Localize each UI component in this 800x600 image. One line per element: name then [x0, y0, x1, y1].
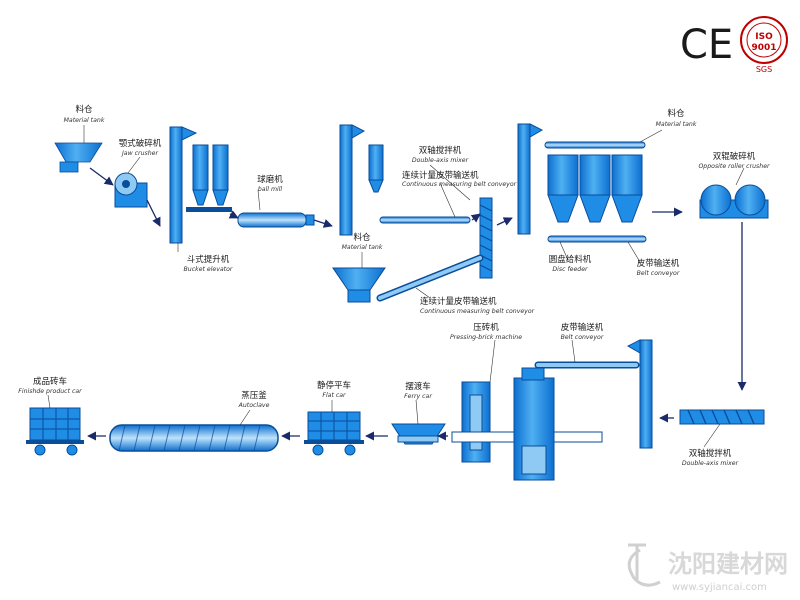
iso-title: ISO	[755, 32, 773, 42]
watermark-brand: 沈阳建材网	[668, 550, 788, 578]
ce-mark: CE	[680, 22, 733, 68]
svg-text:双辊破碎机: 双辊破碎机	[713, 151, 756, 162]
iso-number: 9001	[751, 43, 776, 53]
double-axis-mixer-top	[479, 197, 493, 279]
label-double-axis-mixer-bottom: 双轴搅拌机 Double-axis mixer	[682, 448, 739, 467]
svg-text:Continuous measuring belt conv: Continuous measuring belt conveyor	[402, 180, 517, 188]
label-material-tank-2: 料仓 Material tank	[342, 232, 383, 251]
svg-text:Double-axis mixer: Double-axis mixer	[412, 157, 469, 164]
svg-text:Belt conveyor: Belt conveyor	[637, 269, 680, 277]
pressing-brick-machine	[451, 367, 603, 481]
svg-text:Ferry car: Ferry car	[404, 393, 432, 400]
svg-text:成品砖车: 成品砖车	[33, 376, 67, 387]
svg-text:料仓: 料仓	[75, 104, 93, 115]
disc-feeder-belt	[547, 235, 647, 243]
svg-text:Continuous measuring belt conv: Continuous measuring belt conveyor	[420, 307, 535, 315]
svg-text:球磨机: 球磨机	[257, 174, 283, 185]
svg-text:Jaw crusher: Jaw crusher	[120, 150, 158, 157]
label-pressing-brick-machine: 压砖机 Pressing-brick machine	[450, 322, 522, 341]
label-flat-car: 静停平车 Flat car	[317, 380, 351, 399]
label-jaw-crusher: 颚式破碎机 Jaw crusher	[119, 138, 162, 157]
finished-product-car	[26, 407, 84, 456]
iso-sgs: SGS	[756, 65, 772, 74]
ferry-car	[391, 423, 446, 445]
label-belt-conveyor-top: 皮带输送机 Belt conveyor	[637, 258, 680, 277]
svg-text:ball mill: ball mill	[258, 186, 283, 193]
svg-text:Bucket elevator: Bucket elevator	[184, 265, 233, 273]
label-continuous-belt-bottom: 连续计量皮带输送机 Continuous measuring belt conv…	[420, 296, 535, 315]
leader-lines	[47, 125, 745, 448]
watermark-url: www.syjiancai.com	[672, 582, 767, 593]
silo-feed-conveyor	[544, 141, 646, 149]
svg-text:蒸压釜: 蒸压釜	[241, 390, 267, 401]
svg-text:Double-axis mixer: Double-axis mixer	[682, 460, 739, 467]
flow-arrows	[87, 167, 747, 441]
bucket-elevator-3	[517, 123, 544, 235]
flat-car	[304, 411, 364, 456]
continuous-belt-conveyor-bottom	[376, 254, 484, 302]
material-tank-1	[54, 142, 103, 173]
opposite-roller-crusher	[699, 184, 769, 219]
label-belt-conveyor-mid: 皮带输送机 Belt conveyor	[561, 322, 604, 341]
svg-text:Material tank: Material tank	[342, 243, 383, 251]
material-silos-triple	[547, 154, 643, 223]
svg-text:斗式提升机: 斗式提升机	[187, 254, 230, 265]
svg-text:Material tank: Material tank	[64, 116, 105, 124]
bucket-elevator-1	[169, 126, 198, 244]
svg-text:Pressing-brick machine: Pressing-brick machine	[450, 334, 522, 341]
svg-text:皮带输送机: 皮带输送机	[561, 322, 604, 333]
svg-text:连续计量皮带输送机: 连续计量皮带输送机	[420, 296, 497, 307]
svg-text:压砖机: 压砖机	[473, 322, 499, 333]
label-disc-feeder: 圆盘给料机 Disc feeder	[549, 254, 592, 273]
svg-text:双轴搅拌机: 双轴搅拌机	[419, 145, 462, 156]
double-axis-mixer-bottom	[679, 409, 765, 425]
svg-text:双轴搅拌机: 双轴搅拌机	[689, 448, 732, 459]
svg-text:静停平车: 静停平车	[317, 380, 351, 391]
label-bucket-elevator: 斗式提升机 Bucket elevator	[184, 254, 233, 273]
label-double-axis-mixer-top: 双轴搅拌机 Double-axis mixer	[412, 145, 469, 164]
svg-text:Autoclave: Autoclave	[238, 401, 270, 409]
label-finished-product-car: 成品砖车 Finishde product car	[18, 376, 82, 395]
label-material-tank-1: 料仓 Material tank	[64, 104, 105, 124]
svg-text:颚式破碎机: 颚式破碎机	[119, 138, 162, 149]
svg-text:Belt conveyor: Belt conveyor	[561, 333, 604, 341]
continuous-belt-conveyor-top	[379, 216, 471, 224]
small-silo	[368, 144, 384, 193]
watermark: 沈阳建材网 www.syjiancai.com	[627, 543, 788, 593]
bucket-elevator-4	[626, 339, 653, 449]
svg-text:圆盘给料机: 圆盘给料机	[549, 254, 592, 265]
label-ball-mill: 球磨机 ball mill	[257, 174, 283, 193]
autoclave	[109, 424, 279, 452]
svg-text:摆渡车: 摆渡车	[405, 381, 431, 392]
watermark-logo-icon	[627, 543, 661, 587]
label-continuous-belt-top: 连续计量皮带输送机 Continuous measuring belt conv…	[402, 170, 517, 188]
svg-text:料仓: 料仓	[667, 108, 685, 119]
label-opposite-roller-crusher: 双辊破碎机 Opposite roller crusher	[698, 151, 770, 170]
jaw-crusher	[114, 172, 148, 208]
svg-text:Opposite roller crusher: Opposite roller crusher	[698, 162, 770, 170]
label-material-tank-3: 料仓 Material tank	[656, 108, 697, 128]
svg-text:Flat car: Flat car	[322, 391, 346, 399]
label-ferry-car: 摆渡车 Ferry car	[404, 381, 432, 400]
svg-text:皮带输送机: 皮带输送机	[637, 258, 680, 269]
material-tank-2	[332, 267, 386, 303]
svg-text:Material tank: Material tank	[656, 120, 697, 128]
iso-9001-seal-icon: ISO 9001 SGS	[740, 16, 788, 74]
twin-silos	[186, 144, 232, 212]
svg-text:料仓: 料仓	[353, 232, 371, 243]
label-autoclave: 蒸压釜 Autoclave	[238, 390, 270, 409]
ball-mill	[237, 212, 315, 228]
bucket-elevator-2	[339, 124, 366, 236]
svg-text:Finishde product car: Finishde product car	[18, 387, 82, 395]
svg-text:连续计量皮带输送机: 连续计量皮带输送机	[402, 170, 479, 181]
svg-text:Disc feeder: Disc feeder	[552, 266, 588, 273]
